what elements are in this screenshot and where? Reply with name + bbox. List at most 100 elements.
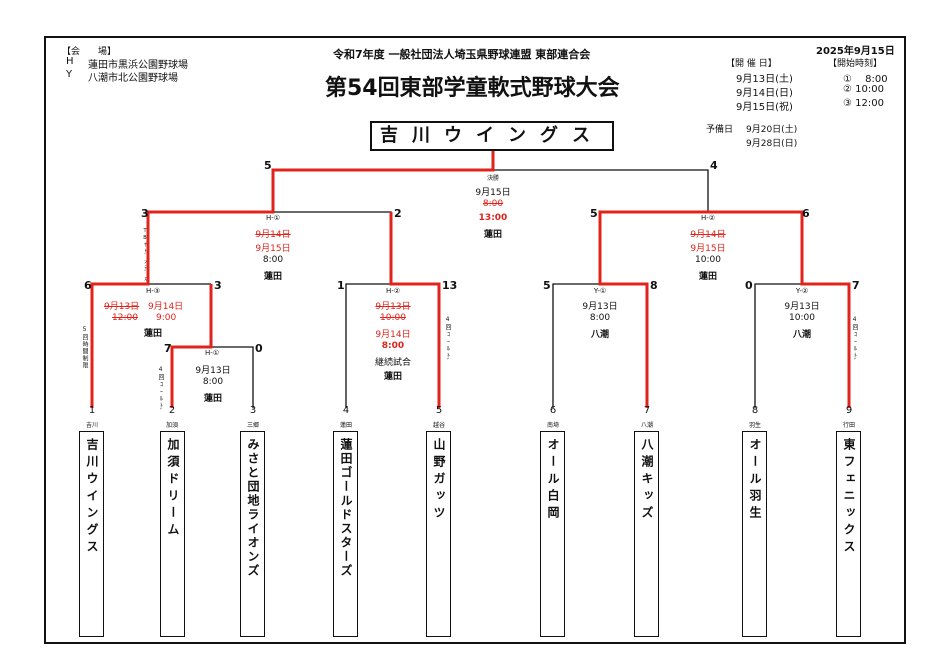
q-h3-label: H-③	[145, 287, 161, 295]
r1-date: 9月13日	[195, 366, 231, 376]
win-path-team5	[389, 212, 441, 408]
r1-label: H-①	[204, 349, 220, 357]
r1-right-line	[211, 346, 254, 408]
organizer: 令和7年度 一般社団法人埼玉県野球連盟 東部連合会	[333, 48, 591, 61]
final-score-left: 5	[264, 159, 272, 172]
team-box-4: 蓮田ゴールドスターズ	[333, 431, 358, 637]
venue-y-key: Y	[66, 69, 73, 80]
semi-right-score-right: 6	[802, 207, 810, 220]
q-h3-old-date: 9月13日	[104, 302, 140, 312]
r1-score-left: 7	[164, 342, 172, 355]
final-date: 9月15日	[475, 188, 511, 198]
venue-heading: 【会 場】	[62, 47, 117, 57]
schedule-time-2: ② 10:00	[843, 84, 884, 95]
q-y2-time: 10:00	[789, 313, 815, 323]
loc-4: 蓮田	[339, 422, 352, 429]
team-box-3: みさと団地ライオンズ	[240, 431, 265, 637]
semi-right-time: 10:00	[695, 255, 721, 265]
q-y1-place: 八潮	[590, 330, 609, 340]
loc-2: 加須	[165, 422, 178, 429]
loc-5: 越谷	[432, 422, 445, 429]
semi-left-old-date: 9月14日	[255, 230, 291, 240]
loc-6: 南埼	[546, 422, 559, 429]
bracket-frame	[44, 36, 906, 644]
final-new-time: 13:00	[478, 213, 508, 223]
dates-heading: 【開 催 日】	[726, 59, 777, 69]
q-h2-new-date: 9月14日	[375, 330, 411, 340]
loc-9: 行田	[842, 422, 855, 429]
semi-right-new-date: 9月15日	[690, 244, 726, 254]
loc-3: 三郷	[246, 422, 259, 429]
q-h3-new-time: 9:00	[156, 313, 177, 323]
semi-left-time: 8:00	[262, 255, 284, 265]
schedule-time-1: ① 8:00	[843, 74, 888, 85]
semi-left-new-date: 9月15日	[255, 244, 291, 254]
seed-7: 7	[643, 405, 651, 416]
q-h2-label: H-②	[385, 287, 401, 295]
seed-5: 5	[435, 405, 443, 416]
win-path-team7	[598, 210, 708, 408]
seed-2: 2	[168, 405, 176, 416]
q-h2-old-date: 9月13日	[375, 302, 411, 312]
q-h2-score-left: 1	[337, 279, 345, 292]
reserve-label: 予備日	[706, 125, 734, 135]
q-h3-score-right: 3	[214, 279, 222, 292]
seed-8: 8	[751, 405, 759, 416]
loc-7: 八潮	[640, 422, 653, 429]
q-y2-score-left: 0	[745, 279, 753, 292]
seed-4: 4	[342, 405, 350, 416]
q-h2-place: 蓮田	[383, 372, 402, 382]
final-right-line	[493, 169, 709, 212]
q-h3-old-time: 12:00	[112, 313, 138, 323]
page-title: 第54回東部学童軟式野球大会	[325, 76, 620, 101]
seed-9: 9	[845, 405, 853, 416]
q-y2-label: Y-②	[795, 287, 809, 295]
semi-right-label: H-②	[700, 214, 716, 222]
q-y2-left-line	[754, 283, 802, 408]
q-y2-date: 9月13日	[784, 302, 820, 312]
semi-left-score-left: 3	[141, 207, 149, 220]
note-tiebreak: TBｻﾄﾞﾝﾃﾞｽ	[142, 228, 148, 282]
team-box-5: 山野ガッツ	[426, 431, 451, 637]
semi-left-place: 蓮田	[263, 272, 282, 282]
venue-y-text: 八潮市北公園野球場	[88, 73, 178, 84]
note-time-limit: 5回時間制限	[81, 326, 88, 369]
seed-3: 3	[249, 405, 257, 416]
q-h2-old-time: 10:00	[380, 313, 406, 323]
q-h3-score-left: 6	[84, 279, 92, 292]
q-y1-time: 8:00	[589, 313, 611, 323]
q-y2-place: 八潮	[792, 330, 811, 340]
schedule-time-3: ③ 12:00	[843, 98, 884, 109]
team-box-6: オール白岡	[540, 431, 565, 637]
final-place: 蓮田	[483, 230, 502, 240]
q-h2-score-right: 13	[442, 279, 458, 292]
semi-left-score-right: 2	[394, 207, 402, 220]
loc-1: 吉川	[85, 422, 98, 429]
final-score-right: 4	[710, 159, 718, 172]
loc-8: 羽生	[748, 422, 761, 429]
venue-h-key: H	[66, 56, 74, 67]
q-h3-place: 蓮田	[143, 329, 162, 339]
r1-place: 蓮田	[203, 394, 222, 404]
note-called-sanno: 4回ｺｰﾙﾄﾞ	[444, 316, 451, 365]
reserve-date-2: 9月28日(日)	[746, 139, 798, 149]
r1-time: 8:00	[202, 377, 224, 387]
team-box-1: 吉川ウイングス	[79, 431, 104, 637]
schedule-date-2: 9月14日(日)	[736, 88, 793, 99]
final-label: 決勝	[486, 175, 499, 182]
schedule-date-3: 9月15日(祝)	[736, 102, 793, 113]
champion-box: 吉川ウイングス	[370, 121, 614, 151]
q-h2-left-line	[345, 283, 391, 408]
semi-right-place: 蓮田	[698, 272, 717, 282]
times-heading: 【開始時刻】	[828, 59, 883, 69]
q-y2-score-right: 7	[852, 279, 860, 292]
team-box-9: 東フェニックス	[836, 431, 861, 637]
q-y1-date: 9月13日	[582, 302, 618, 312]
schedule-date-1: 9月13日(土)	[736, 74, 793, 85]
q-y1-score-left: 5	[543, 279, 551, 292]
seed-1: 1	[88, 405, 96, 416]
final-old-time: 8:00	[482, 199, 504, 209]
q-y1-left-line	[552, 283, 600, 408]
issue-date: 2025年9月15日	[816, 46, 895, 57]
q-y1-score-right: 8	[650, 279, 658, 292]
